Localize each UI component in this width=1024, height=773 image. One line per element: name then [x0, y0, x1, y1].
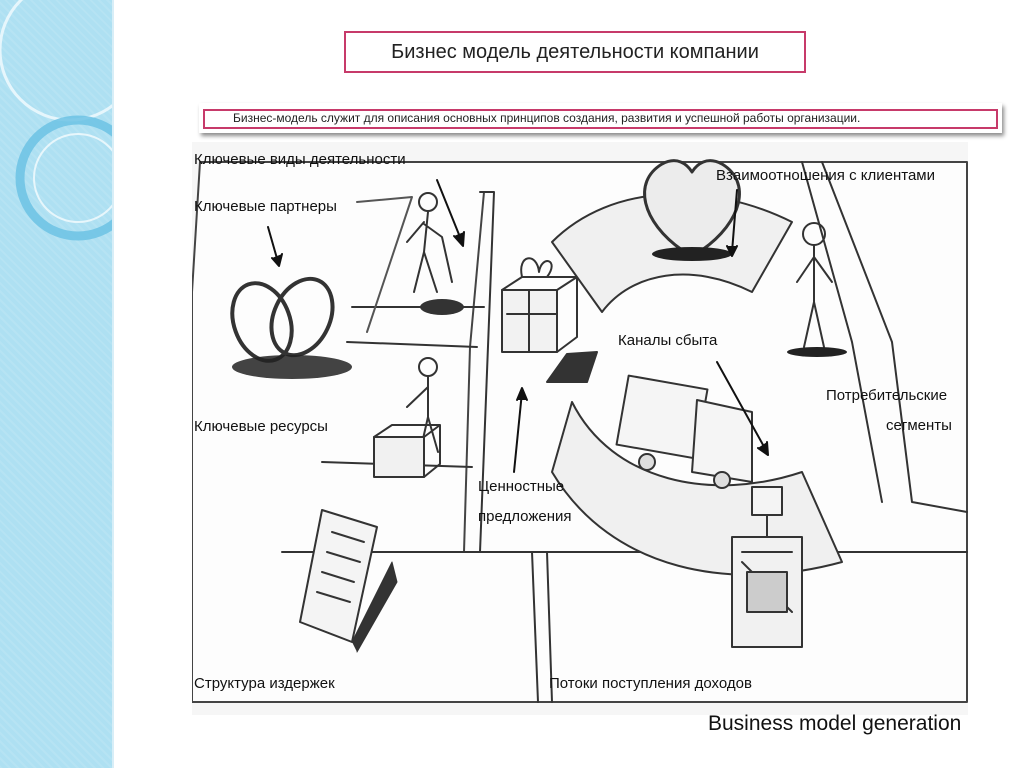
- business-model-canvas: Ключевые виды деятельности Ключевые парт…: [191, 142, 968, 715]
- label-key-resources: Ключевые ресурсы: [194, 418, 328, 435]
- label-revenue-streams: Потоки поступления доходов: [549, 675, 752, 692]
- slide-title: Бизнес модель деятельности компании: [344, 31, 806, 73]
- subtitle-text: Бизнес-модель служит для описания основн…: [233, 111, 861, 125]
- label-key-activities: Ключевые виды деятельности: [194, 151, 406, 168]
- label-customer-segments-1: Потребительские: [826, 387, 948, 404]
- footer-caption: Business model generation: [708, 712, 962, 735]
- subtitle-box: Бизнес-модель служит для описания основн…: [199, 103, 1002, 133]
- label-customer-segments-2: сегменты: [886, 417, 952, 434]
- label-key-partners: Ключевые партнеры: [194, 198, 337, 215]
- label-value-proposition-2: предложения: [478, 508, 572, 525]
- label-cost-structure: Структура издержек: [194, 675, 335, 692]
- label-value-proposition-1: Ценностные: [478, 478, 565, 495]
- subtitle-frame: [203, 109, 998, 129]
- decorative-sidebar: [0, 0, 142, 768]
- label-customer-relationships: Взаимоотношения с клиентами: [716, 167, 935, 184]
- canvas-drawing: [191, 142, 968, 715]
- decorative-circles: [0, 0, 142, 241]
- slide-title-text: Бизнес модель деятельности компании: [391, 40, 759, 63]
- label-channels: Каналы сбыта: [618, 332, 718, 349]
- sidebar-divider: [112, 0, 114, 768]
